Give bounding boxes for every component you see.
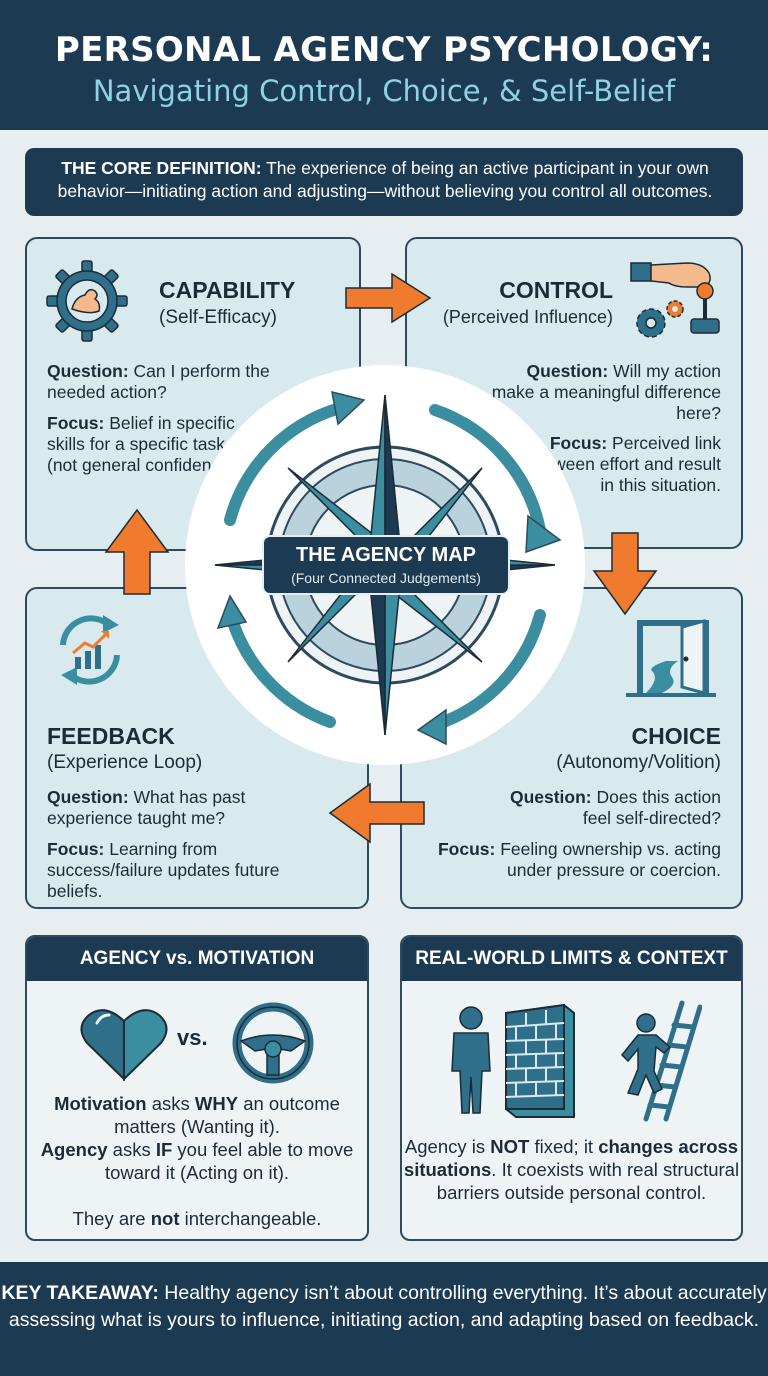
feedback-title: FEEDBACK [47,723,175,749]
real-world-limits-box: REAL-WORLD LIMITS & CONTEXT [400,935,743,1241]
feedback-question: Question: What has past experience taugh… [47,787,246,828]
climber-ladder-icon [620,1000,702,1122]
key-takeaway-text: Healthy agency isn’t about controlling e… [8,1282,767,1331]
agency-map-title: THE AGENCY MAP [295,544,477,566]
arrowhead-icon [416,708,447,746]
arrow-feedback-to-capability [104,508,170,595]
agency-vs-motivation-closing: They are not interchangeable. [72,1208,322,1229]
cycle-chart-icon [60,615,120,685]
agency-map-graphic [104,272,658,844]
capability-question: Question: Can I perform the needed actio… [47,361,270,402]
arrow-capability-to-control [345,272,432,324]
choice-subtitle: (Autonomy/Volition) [556,752,721,773]
control-title: CONTROL [499,277,613,303]
page-title: PERSONAL AGENCY PSYCHOLOGY: [54,30,714,70]
person-icon [451,1006,491,1114]
open-door-path-icon [626,619,716,697]
agency-vs-motivation-title: AGENCY vs. MOTIVATION [27,937,367,981]
vs-label: vs. [177,1025,208,1050]
header-banner: PERSONAL AGENCY PSYCHOLOGY: Navigating C… [0,0,768,130]
arrowhead-icon [331,390,366,426]
agency-vs-motivation-text: Motivation asks WHY an outcome matters (… [40,1093,354,1183]
core-definition-text: The experience of being an active partic… [57,158,713,201]
feedback-focus: Focus: Learning from success/failure upd… [47,839,280,901]
flexed-arm-gear-icon [46,260,128,342]
brick-wall-icon [505,1003,575,1118]
hand-lever-gears-icon [630,262,720,338]
agency-map-subtitle: (Four Connected Judgements) [291,570,481,586]
key-takeaway-label: KEY TAKEAWAY: [1,1282,159,1304]
real-world-limits-title: REAL-WORLD LIMITS & CONTEXT [402,937,741,981]
arrow-choice-to-feedback [328,782,425,844]
capability-title: CAPABILITY [159,277,296,303]
choice-focus: Focus: Feeling ownership vs. acting unde… [437,839,721,880]
capability-subtitle: (Self-Efficacy) [159,307,277,328]
feedback-subtitle: (Experience Loop) [47,752,203,773]
arrowhead-icon [216,594,248,630]
control-subtitle: (Perceived Influence) [442,307,613,327]
capability-focus: Focus: Belief in specific skills for a s… [47,413,241,475]
agency-map-label: THE AGENCY MAP (Four Connected Judgement… [262,535,510,595]
heart-icon [80,1009,168,1082]
orange-connector-arrows [104,272,658,844]
steering-wheel-icon [232,1002,314,1084]
arrow-control-to-choice [592,532,658,616]
real-world-limits-text: Agency is NOT fixed; it changes across s… [403,1136,740,1203]
core-definition-label: THE CORE DEFINITION: [61,158,262,178]
key-takeaway: KEY TAKEAWAY: Healthy agency isn’t about… [0,1262,768,1376]
page-subtitle: Navigating Control, Choice, & Self-Belie… [92,74,676,108]
agency-vs-motivation-box: AGENCY vs. MOTIVATION vs. Motivation ask… [25,935,369,1241]
arrowhead-icon [525,514,562,554]
choice-title: CHOICE [631,723,721,749]
control-question: Question: Will my action make a meaningf… [491,361,721,423]
control-focus: Focus: Perceived link between effort and… [528,433,721,495]
choice-question: Question: Does this action feel self-dir… [509,787,721,828]
cycle-arrows [224,402,546,731]
core-definition: THE CORE DEFINITION: The experience of b… [25,148,743,216]
